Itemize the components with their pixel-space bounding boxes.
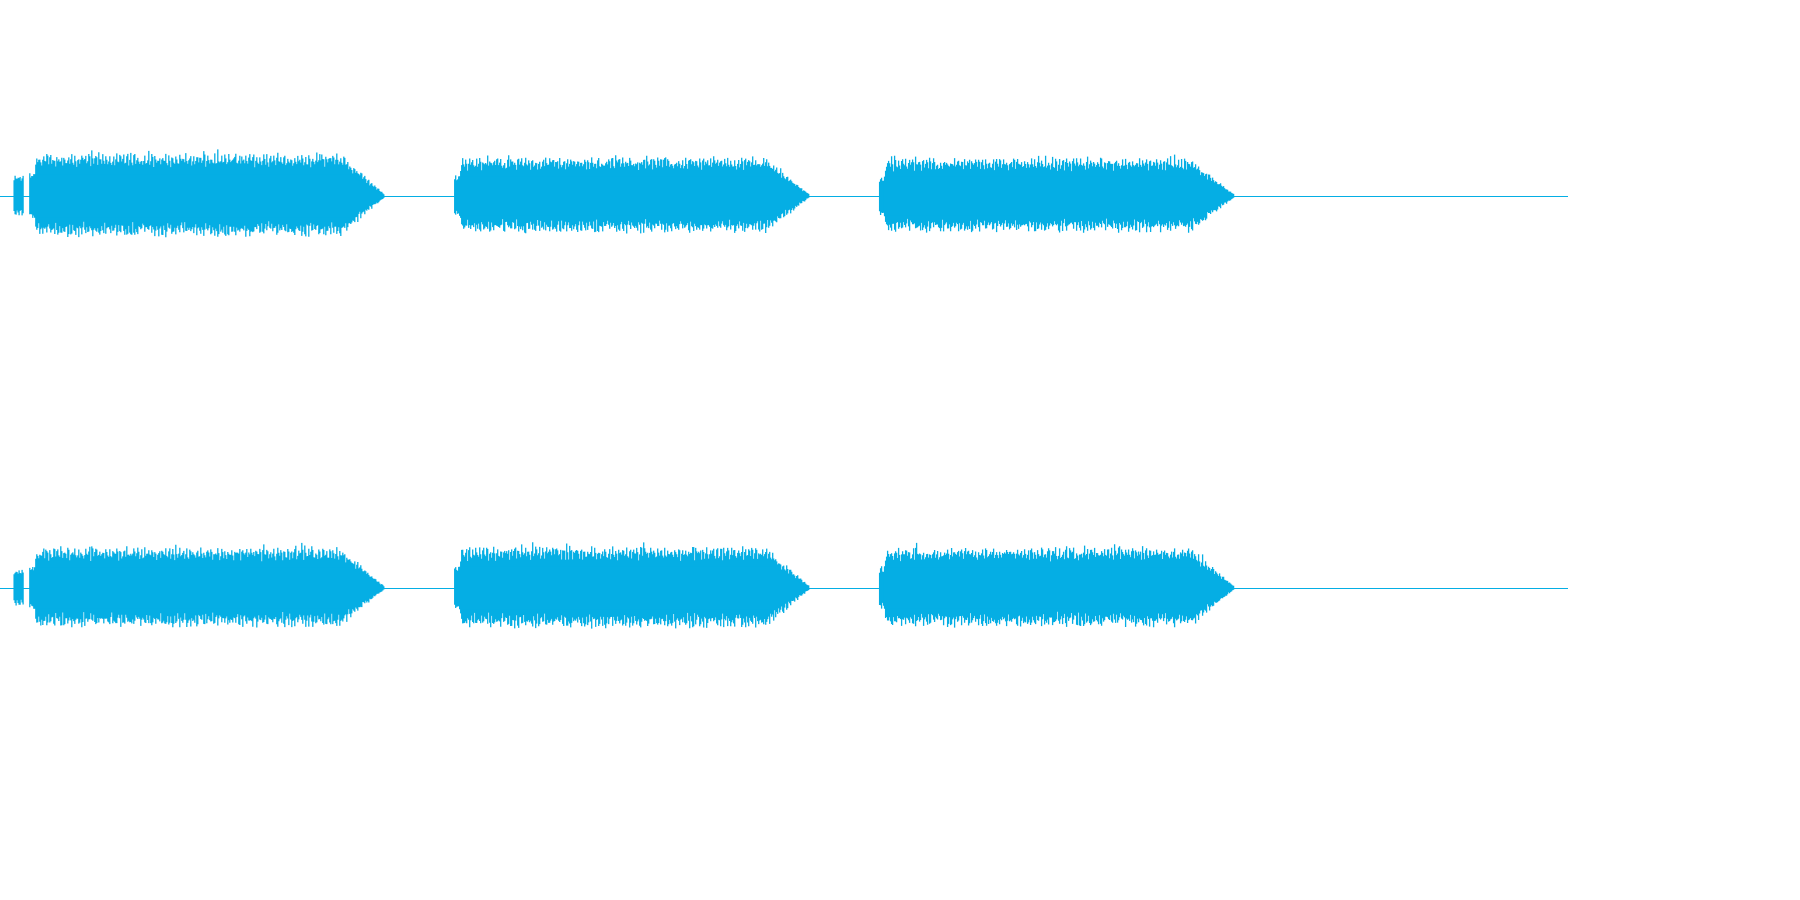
- channel-1-burst-2-core: [34, 174, 383, 218]
- channel-2-burst-2-core: [34, 567, 383, 609]
- channel-2-burst-3-core: [459, 566, 808, 610]
- channel-1-burst-3-core: [459, 176, 808, 216]
- channel-2: [0, 542, 1568, 629]
- channel-2-burst-1: [13, 569, 24, 606]
- channel-1-burst-4-core: [883, 176, 1232, 216]
- channel-1-burst-1: [13, 175, 24, 216]
- channel-1: [0, 149, 1568, 238]
- channels-layer: [0, 149, 1568, 629]
- channel-2-burst-4-core: [883, 567, 1232, 609]
